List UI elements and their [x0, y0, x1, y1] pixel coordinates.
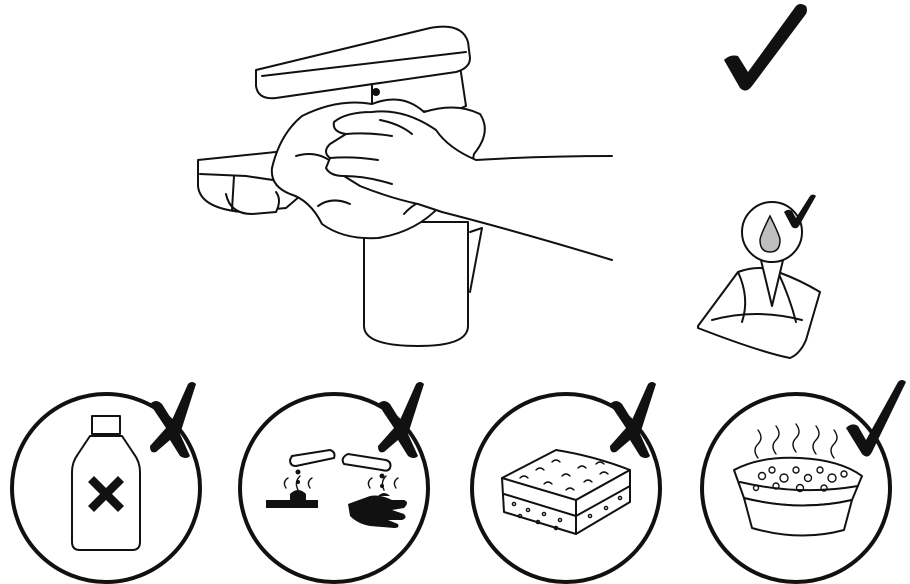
x-mark-icon: [610, 382, 656, 458]
bottle-with-cross-icon: [71, 415, 141, 551]
wiping-hand: [325, 110, 613, 261]
check-mark-icon: [724, 4, 807, 91]
x-mark-icon: [150, 382, 196, 458]
faucet-wiping-illustration: [197, 25, 613, 347]
corrosive-hazard-icon: [266, 449, 407, 528]
panel-no-abrasive-sponge: [470, 382, 662, 584]
damp-cloth-recommended: [697, 194, 821, 359]
panel-no-chemical-cleaner: [10, 382, 202, 584]
soapy-water-bowl-icon: [733, 423, 863, 537]
panel-soapy-water-recommended: [700, 380, 906, 584]
panel-no-corrosive-substances: [238, 382, 430, 584]
abrasive-sponge-icon: [501, 449, 631, 535]
faucet-body: [363, 221, 483, 347]
x-mark-icon: [378, 382, 424, 458]
check-mark-icon: [846, 380, 906, 457]
water-drop-icon: [759, 214, 781, 253]
faucet-lever-handle: [255, 25, 471, 113]
folded-cloth: [697, 267, 821, 359]
check-mark-icon: [784, 194, 816, 229]
